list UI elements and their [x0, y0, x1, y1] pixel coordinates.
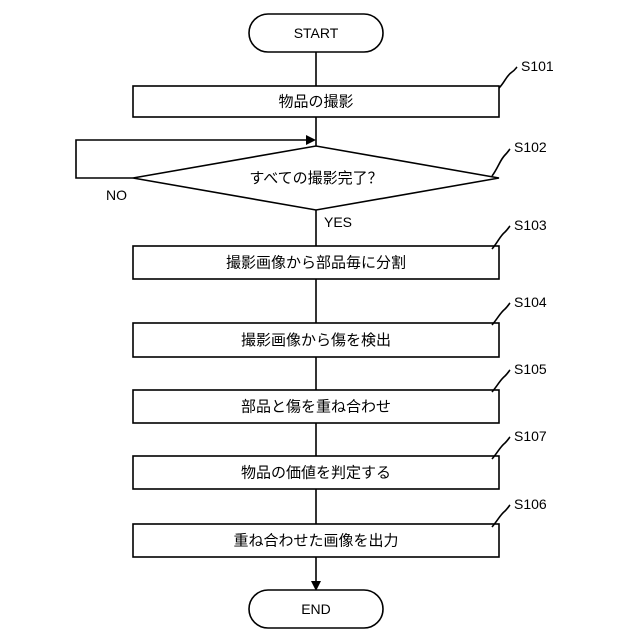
decision-s102-label: すべての撮影完了？ — [249, 169, 382, 187]
process-s107-label: 物品の価値を判定する — [241, 464, 391, 482]
leader-s104 — [492, 303, 510, 325]
step-id-s101: S101 — [521, 58, 554, 74]
start-label: START — [294, 25, 339, 41]
leader-s102 — [492, 149, 510, 176]
leader-s103 — [492, 226, 510, 249]
branch-yes-label: YES — [324, 214, 352, 230]
process-s107: 物品の価値を判定する — [133, 456, 499, 489]
start-terminal: START — [249, 14, 383, 52]
process-s103-label: 撮影画像から部品毎に分割 — [226, 254, 406, 272]
process-s105: 部品と傷を重ね合わせ — [133, 390, 499, 423]
step-id-s106: S106 — [514, 496, 547, 512]
branch-no-label: NO — [106, 187, 127, 203]
process-s104-label: 撮影画像から傷を検出 — [241, 331, 391, 349]
decision-s102: すべての撮影完了？ — [133, 146, 499, 210]
connectors — [76, 52, 316, 589]
leader-s107 — [492, 437, 510, 459]
leader-s106 — [492, 505, 510, 527]
step-id-s102: S102 — [514, 139, 547, 155]
end-label: END — [301, 601, 331, 617]
process-s103: 撮影画像から部品毎に分割 — [133, 246, 499, 279]
process-s105-label: 部品と傷を重ね合わせ — [241, 398, 391, 416]
leader-s105 — [492, 370, 510, 392]
step-id-s104: S104 — [514, 294, 547, 310]
process-s104: 撮影画像から傷を検出 — [133, 323, 499, 357]
process-s101-label: 物品の撮影 — [278, 93, 353, 111]
process-s101: 物品の撮影 — [133, 86, 499, 117]
process-s106: 重ね合わせた画像を出力 — [133, 524, 499, 557]
leader-s101 — [499, 67, 517, 88]
end-terminal: END — [249, 590, 383, 628]
step-id-s105: S105 — [514, 361, 547, 377]
step-id-s107: S107 — [514, 428, 547, 444]
step-id-s103: S103 — [514, 217, 547, 233]
step-ids: S101 S102 S103 S104 S105 S107 S106 — [514, 58, 554, 512]
process-s106-label: 重ね合わせた画像を出力 — [233, 532, 398, 550]
